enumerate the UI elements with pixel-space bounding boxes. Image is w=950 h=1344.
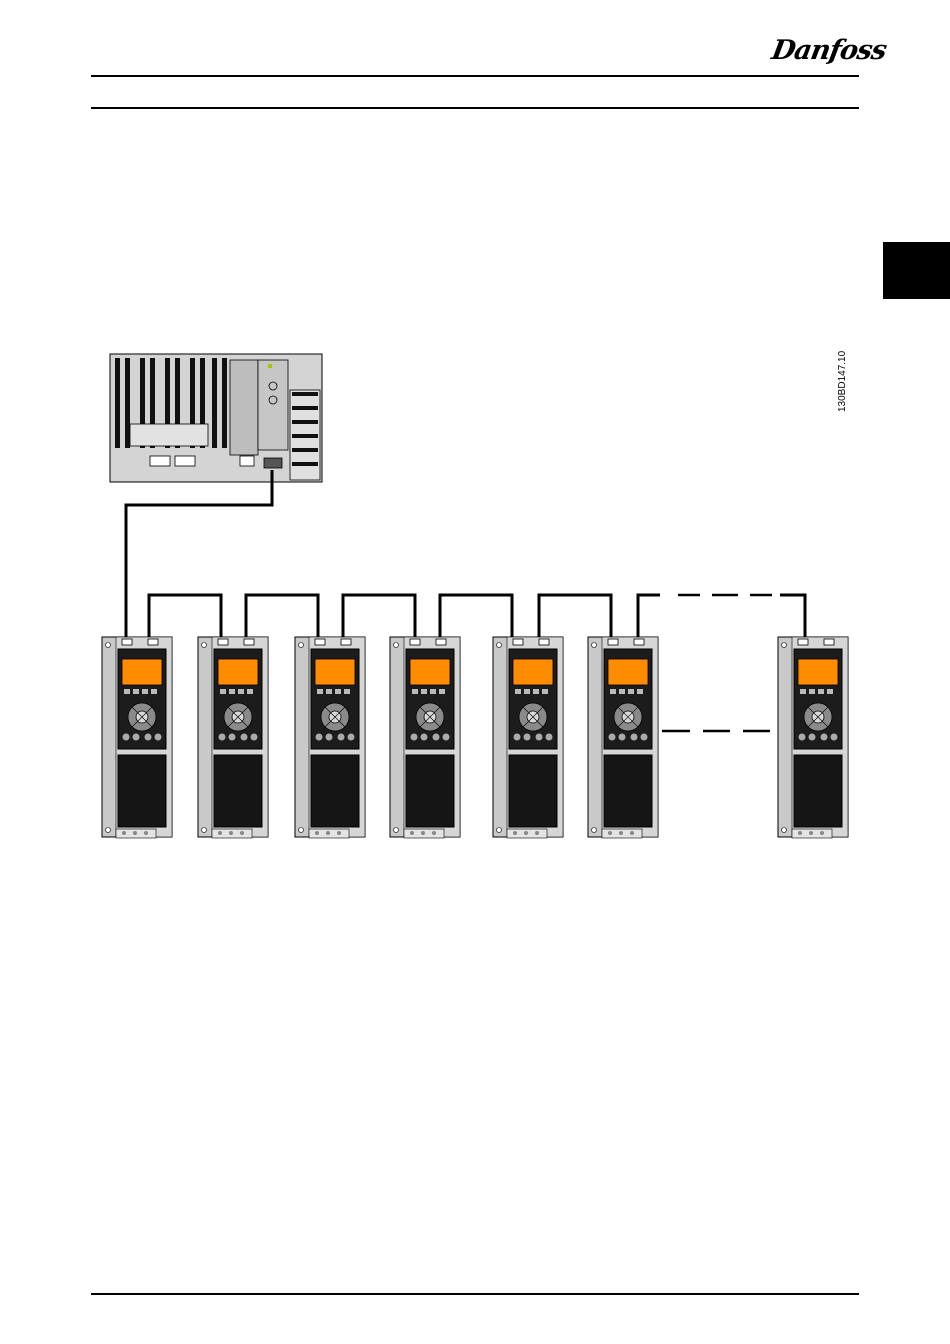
plc-icon <box>110 354 322 482</box>
drive-3-icon <box>295 637 365 838</box>
drive-n-icon <box>778 637 848 838</box>
drive-1-icon <box>102 637 172 838</box>
drive-4-icon <box>390 637 460 838</box>
drive-6-icon <box>588 637 658 838</box>
drive-2-icon <box>198 637 268 838</box>
drive-5-icon <box>493 637 563 838</box>
